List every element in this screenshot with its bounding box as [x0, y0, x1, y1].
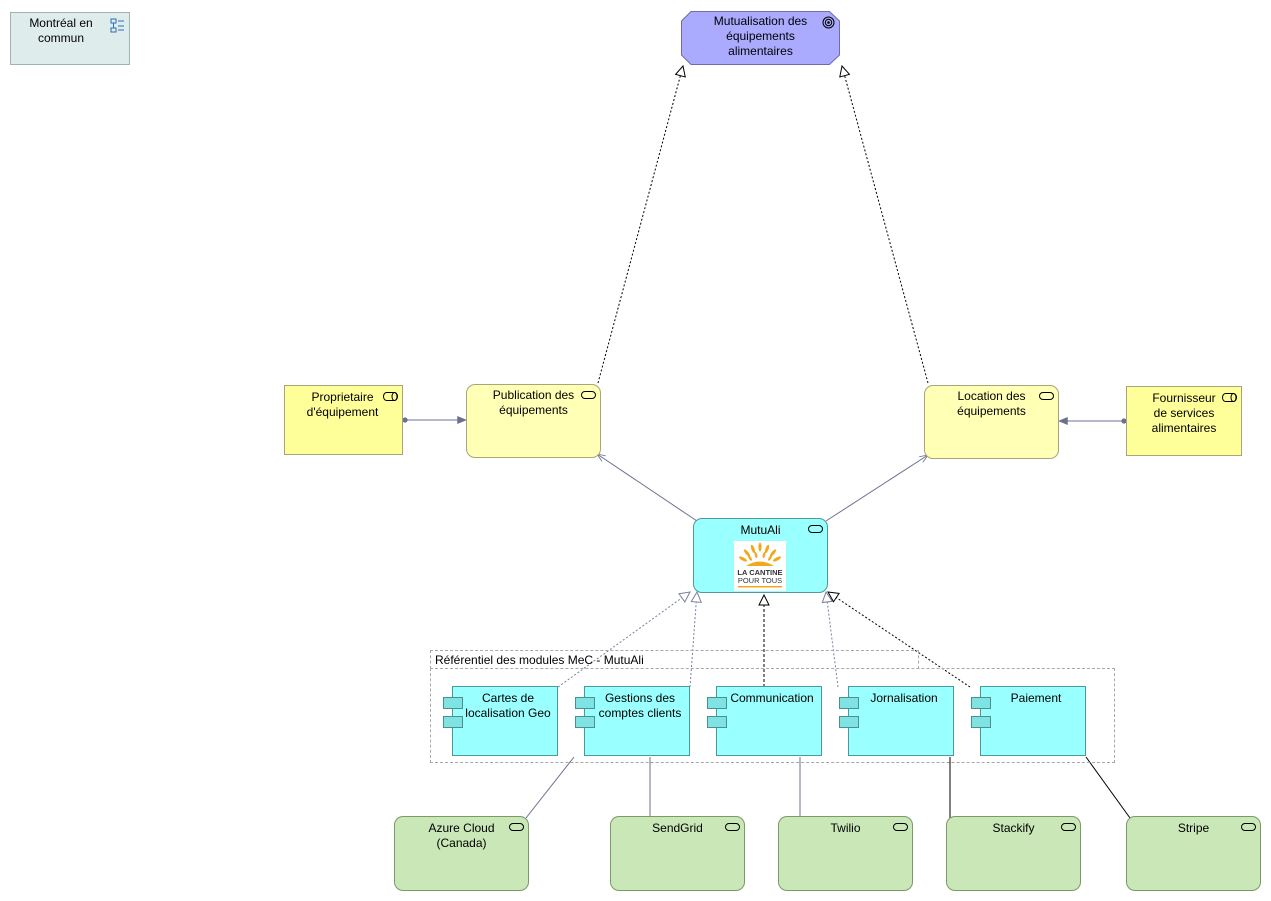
serving-mutuali-publication: [597, 454, 698, 522]
app-service-label: MutuAli: [740, 523, 781, 537]
group-modules-tab[interactable]: Référentiel des modules MeC - MutuAli: [430, 650, 919, 669]
component-icon: [971, 697, 991, 709]
service-icon: [1061, 823, 1076, 831]
tech-service-label: Twilio: [830, 821, 861, 835]
realization-publication-goal: [597, 66, 683, 384]
component-communication[interactable]: Communication: [707, 686, 822, 756]
logo-line-1: LA CANTINE: [737, 568, 782, 577]
group-frame-modules: [430, 668, 1115, 763]
service-icon: [725, 823, 740, 831]
component-cartes[interactable]: Cartes de localisation Geo: [443, 686, 558, 756]
component-icon: [839, 697, 859, 709]
service-icon: [893, 823, 908, 831]
realization-location-goal: [842, 66, 929, 384]
component-icon: [707, 697, 727, 709]
group-label: Montréal en commun: [29, 16, 93, 45]
component-jornalisation[interactable]: Jornalisation: [839, 686, 954, 756]
goal-icon: [822, 16, 835, 29]
tech-service-label: Azure Cloud (Canada): [428, 821, 495, 850]
tech-service-label: SendGrid: [652, 821, 703, 835]
association-paiement-stripe: [1085, 756, 1131, 819]
component-paiement[interactable]: Paiement: [971, 686, 1086, 756]
component-icon: [443, 697, 463, 709]
app-service-mutuali[interactable]: MutuAli LA CANTINE POUR TOUS: [693, 518, 828, 593]
component-icon: [839, 716, 859, 728]
component-icon: [443, 716, 463, 728]
component-icon: [971, 716, 991, 728]
component-gestions[interactable]: Gestions des comptes clients: [575, 686, 690, 756]
actor-fournisseur[interactable]: Fournisseur de services alimentaires: [1126, 386, 1242, 456]
component-label: Cartes de localisation Geo: [465, 691, 551, 720]
component-label: Gestions des comptes clients: [598, 691, 682, 720]
service-icon: [1241, 823, 1256, 831]
component-label: Communication: [730, 691, 814, 705]
goal-shape: [681, 11, 840, 65]
service-label: Location des équipements: [957, 389, 1026, 418]
association-gestions-azure: [525, 756, 575, 819]
tech-service-label: Stripe: [1177, 821, 1210, 835]
component-label: Paiement: [1010, 691, 1062, 705]
actor-label: Proprietaire d'équipement: [306, 390, 379, 419]
goal-mutualisation[interactable]: Mutualisation des équipements alimentair…: [681, 11, 840, 65]
tech-service-stripe[interactable]: Stripe: [1126, 816, 1261, 891]
actor-proprietaire[interactable]: Proprietaire d'équipement: [284, 385, 403, 455]
role-icon: [383, 392, 398, 401]
component-label: Jornalisation: [870, 691, 938, 705]
tech-service-azure[interactable]: Azure Cloud (Canada): [394, 816, 529, 891]
service-publication[interactable]: Publication des équipements: [466, 384, 601, 458]
cantine-logo: LA CANTINE POUR TOUS: [734, 541, 786, 591]
service-icon: [1039, 392, 1054, 400]
tech-service-stackify[interactable]: Stackify: [946, 816, 1081, 891]
component-icon: [575, 716, 595, 728]
group-modules-label: Référentiel des modules MeC - MutuAli: [435, 653, 644, 667]
service-icon: [581, 391, 596, 399]
component-icon: [707, 716, 727, 728]
group-montreal-en-commun[interactable]: Montréal en commun: [10, 12, 130, 65]
realization-cartes-mutuali: [557, 592, 690, 688]
grouping-icon: [110, 18, 124, 33]
service-location[interactable]: Location des équipements: [924, 385, 1059, 459]
serving-mutuali-location: [825, 455, 928, 522]
tech-service-twilio[interactable]: Twilio: [778, 816, 913, 891]
logo-line-2: POUR TOUS: [738, 576, 782, 585]
service-label: Publication des équipements: [492, 388, 575, 417]
service-icon: [808, 525, 823, 533]
goal-label: Mutualisation des équipements alimentair…: [713, 14, 808, 58]
realization-paiement-mutuali: [828, 592, 971, 688]
component-icon: [575, 697, 595, 709]
tech-service-sendgrid[interactable]: SendGrid: [610, 816, 745, 891]
service-icon: [509, 823, 524, 831]
tech-service-label: Stackify: [992, 821, 1035, 835]
role-icon: [1222, 393, 1237, 402]
actor-label: Fournisseur de services alimentaires: [1151, 391, 1217, 435]
